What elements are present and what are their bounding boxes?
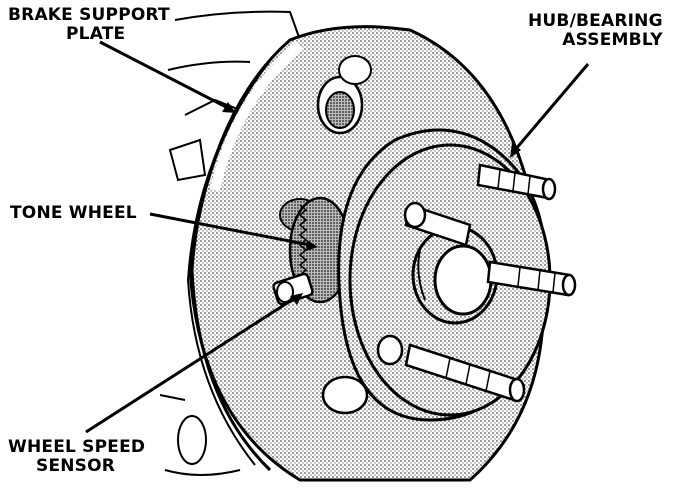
label-tone-wheel: TONE WHEEL <box>10 204 137 223</box>
label-hub-bearing-assembly-line2: ASSEMBLY <box>562 30 663 50</box>
leader-brake-support-plate <box>99 40 229 110</box>
label-wheel-speed-sensor-line2: SENSOR <box>36 456 116 476</box>
suspension-background <box>159 10 301 476</box>
label-brake-support-plate-line1: BRAKE SUPPORT <box>8 5 170 25</box>
label-hub-bearing-assembly-line1: HUB/BEARING <box>528 11 663 31</box>
leader-tone-wheel <box>149 212 311 247</box>
label-wheel-speed-sensor-line1: WHEEL SPEED <box>8 437 146 457</box>
arrow-hub-bearing <box>510 143 521 158</box>
label-hub-bearing-assembly: HUB/BEARING ASSEMBLY <box>528 12 663 50</box>
label-tone-wheel-line1: TONE WHEEL <box>10 203 137 223</box>
wheel-studs <box>376 163 577 403</box>
arrow-brake-support-plate <box>222 102 236 113</box>
arrow-tone-wheel <box>306 240 318 251</box>
label-brake-support-plate: BRAKE SUPPORT PLATE <box>8 6 170 44</box>
arrow-wheel-speed-sensor <box>290 293 303 305</box>
leader-hub-bearing <box>513 63 590 151</box>
leader-lines <box>85 40 590 434</box>
leader-arrows <box>222 102 521 305</box>
leader-wheel-speed-sensor <box>85 296 296 434</box>
label-brake-support-plate-line2: PLATE <box>66 24 126 44</box>
label-wheel-speed-sensor: WHEEL SPEED SENSOR <box>8 438 145 476</box>
